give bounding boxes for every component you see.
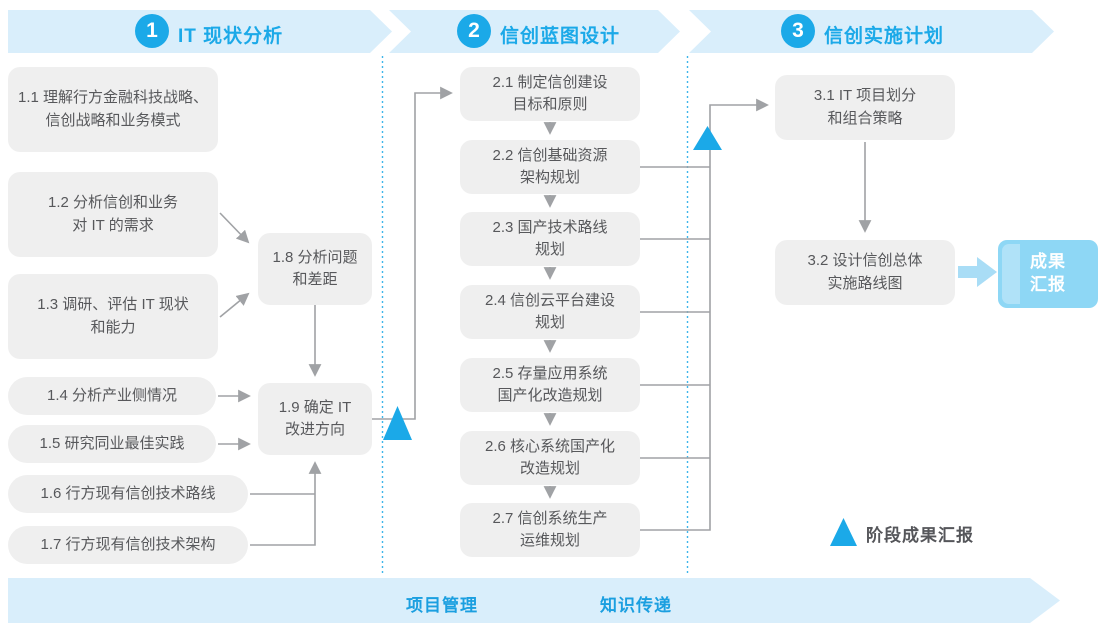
node-1-7: 1.7 行方现有信创技术架构 — [8, 526, 248, 564]
node-1-1-line2: 信创战略和业务模式 — [45, 111, 181, 129]
node-2-1: 2.1 制定信创建设 目标和原则 — [460, 67, 640, 121]
node-2-2: 2.2 信创基础资源 架构规划 — [460, 140, 640, 194]
node-1-1-line1: 1.1 理解行方金融科技战略、 — [17, 89, 209, 106]
node-2-7-line1: 2.7 信创系统生产 — [492, 509, 608, 527]
node-1-3: 1.3 调研、评估 IT 现状 和能力 — [8, 274, 218, 359]
node-3-2: 3.2 设计信创总体 实施路线图 — [775, 240, 955, 305]
node-1-3-line1: 1.3 调研、评估 IT 现状 — [37, 296, 189, 313]
node-1-8-line1: 1.8 分析问题 — [272, 248, 358, 266]
node-1-2: 1.2 分析信创和业务 对 IT 的需求 — [8, 172, 218, 257]
connector-lines — [218, 86, 872, 546]
node-1-8-line2: 和差距 — [292, 271, 338, 288]
node-2-1-line2: 目标和原则 — [512, 96, 588, 113]
node-2-3-line1: 2.3 国产技术路线 — [492, 218, 608, 236]
phase-3-number: 3 — [792, 19, 804, 42]
result-arrow — [958, 257, 997, 287]
footer-banner-shape — [8, 578, 1060, 623]
node-2-4: 2.4 信创云平台建设 规划 — [460, 285, 640, 339]
node-1-6: 1.6 行方现有信创技术路线 — [8, 475, 248, 513]
node-2-5: 2.5 存量应用系统 国产化改造规划 — [460, 358, 640, 412]
phase-1-banner-shape — [8, 10, 392, 53]
node-2-1-line1: 2.1 制定信创建设 — [492, 73, 608, 91]
node-3-1: 3.1 IT 项目划分 和组合策略 — [775, 75, 955, 140]
footer-project-management-label: 项目管理 — [406, 596, 478, 615]
node-1-9-line1: 1.9 确定 IT — [278, 398, 352, 416]
node-2-5-line1: 2.5 存量应用系统 — [492, 364, 608, 382]
node-1-4-line1: 1.4 分析产业侧情况 — [46, 386, 178, 404]
result-box-line1: 成果 — [1030, 252, 1066, 272]
node-1-1: 1.1 理解行方金融科技战略、 信创战略和业务模式 — [8, 67, 218, 152]
node-2-2-line2: 架构规划 — [519, 169, 580, 186]
legend-milestone-label: 阶段成果汇报 — [866, 526, 974, 545]
phase-1-badge: 1 — [135, 14, 169, 48]
phase-2-badge: 2 — [457, 14, 491, 48]
phase-2-number: 2 — [468, 19, 480, 42]
node-2-6: 2.6 核心系统国产化 改造规划 — [460, 431, 640, 485]
footer-knowledge-transfer-label: 知识传递 — [600, 596, 672, 615]
result-box-highlight — [1002, 244, 1020, 304]
milestone-triangle-phase-2 — [693, 126, 722, 150]
result-box-line2: 汇报 — [1030, 275, 1066, 294]
milestone-triangle-phase-1 — [383, 406, 412, 440]
node-3-1-line2: 和组合策略 — [827, 109, 903, 127]
phase-3-badge: 3 — [781, 14, 815, 48]
phase-3-banner-shape — [689, 10, 1054, 53]
node-2-3-line2: 规划 — [534, 241, 565, 258]
node-2-6-line1: 2.6 核心系统国产化 — [484, 437, 616, 455]
node-1-3-line2: 和能力 — [90, 318, 136, 336]
node-1-5-line1: 1.5 研究同业最佳实践 — [39, 434, 185, 452]
node-1-9: 1.9 确定 IT 改进方向 — [258, 383, 372, 455]
node-1-8: 1.8 分析问题 和差距 — [258, 233, 372, 305]
node-1-7-line1: 1.7 行方现有信创技术架构 — [40, 535, 216, 553]
node-1-2-line2: 对 IT 的需求 — [72, 216, 154, 234]
phase-1-title: IT 现状分析 — [178, 26, 284, 47]
node-1-5: 1.5 研究同业最佳实践 — [8, 425, 216, 463]
node-2-7: 2.7 信创系统生产 运维规划 — [460, 503, 640, 557]
node-1-9-line2: 改进方向 — [284, 421, 345, 438]
node-1-6-line1: 1.6 行方现有信创技术路线 — [40, 484, 216, 502]
node-3-2-line2: 实施路线图 — [827, 274, 903, 292]
phase-3-title: 信创实施计划 — [824, 26, 945, 47]
node-2-2-line1: 2.2 信创基础资源 — [492, 146, 608, 164]
node-2-4-line2: 规划 — [534, 314, 565, 331]
node-1-2-line1: 1.2 分析信创和业务 — [47, 194, 179, 211]
node-2-5-line2: 国产化改造规划 — [497, 387, 603, 404]
node-2-3: 2.3 国产技术路线 规划 — [460, 212, 640, 266]
phase-1-number: 1 — [146, 19, 158, 42]
node-2-7-line2: 运维规划 — [519, 532, 580, 549]
phase-2-title: 信创蓝图设计 — [500, 26, 621, 47]
node-3-2-line1: 3.2 设计信创总体 — [807, 252, 923, 269]
node-2-6-line2: 改造规划 — [519, 460, 580, 477]
node-3-1-line1: 3.1 IT 项目划分 — [813, 87, 917, 104]
node-1-4: 1.4 分析产业侧情况 — [8, 377, 216, 415]
node-2-4-line1: 2.4 信创云平台建设 — [484, 291, 616, 309]
result-report-box: 成果 汇报 — [998, 240, 1098, 308]
legend-triangle — [830, 518, 857, 546]
